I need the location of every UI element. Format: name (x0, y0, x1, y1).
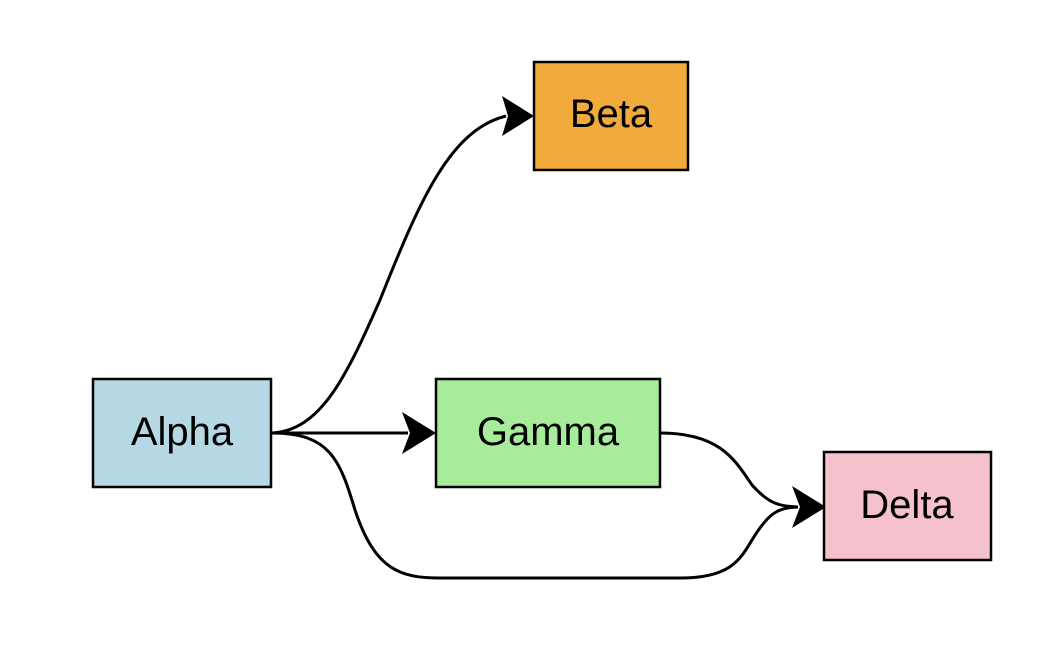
arrowhead-alpha-beta (502, 96, 534, 136)
node-delta[interactable]: Delta (822, 450, 993, 562)
arrowhead-alpha-gamma (402, 412, 436, 454)
node-gamma[interactable]: Gamma (434, 377, 662, 489)
node-delta-label: Delta (860, 483, 954, 527)
node-gamma-box (434, 377, 662, 489)
node-gamma-label: Gamma (477, 410, 620, 454)
node-delta-box (822, 450, 993, 562)
arrowhead-into-delta (792, 486, 826, 528)
node-beta-box (532, 60, 690, 172)
node-alpha-label: Alpha (131, 410, 234, 454)
edge-gamma-delta[interactable] (659, 431, 799, 509)
node-beta[interactable]: Beta (532, 60, 690, 172)
edge-alpha-delta[interactable] (271, 431, 799, 580)
node-beta-label: Beta (570, 92, 653, 136)
edges (271, 96, 826, 580)
edge-alpha-beta[interactable] (271, 114, 507, 435)
node-alpha-box (91, 377, 273, 489)
node-alpha[interactable]: Alpha (91, 377, 273, 489)
